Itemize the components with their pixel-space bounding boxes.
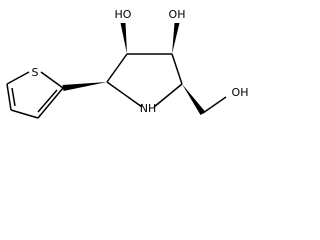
bond-c3t-c2t	[37, 87, 64, 119]
bond-c5t-c4t-inner	[11, 87, 16, 107]
bond-c2t-s	[40, 71, 64, 89]
bond-ch2-oh	[202, 96, 227, 114]
pyrrolidine-ring	[106, 53, 183, 108]
bond-c5-n	[153, 83, 183, 108]
amine-label: NH	[140, 102, 157, 115]
thiophene-ring	[6, 71, 64, 119]
wedge-bond-c5-ch2	[182, 84, 206, 115]
hydroxyl-label-tail: OH	[232, 86, 249, 99]
hydroxyl-label-left: HO	[115, 8, 132, 21]
bond-s-c5t	[6, 71, 30, 85]
bond-n-c2	[106, 81, 143, 108]
bond-c4t-c3t	[10, 109, 39, 119]
bond-c5t-c4t	[6, 83, 12, 111]
wedge-bond-c4-oh	[172, 23, 180, 54]
sulfur-label: S	[32, 66, 39, 79]
bond-c3t-c2t-inner	[37, 89, 58, 113]
wedge-bond-c2-thiophene	[62, 82, 107, 91]
hydroxyl-label-right: OH	[169, 8, 186, 21]
bond-c2-c3	[106, 53, 128, 83]
bond-c4-c5	[171, 53, 183, 85]
wedge-bond-c3-oh	[120, 23, 127, 54]
structure-diagram: HO OH NH OH S	[6, 8, 249, 119]
